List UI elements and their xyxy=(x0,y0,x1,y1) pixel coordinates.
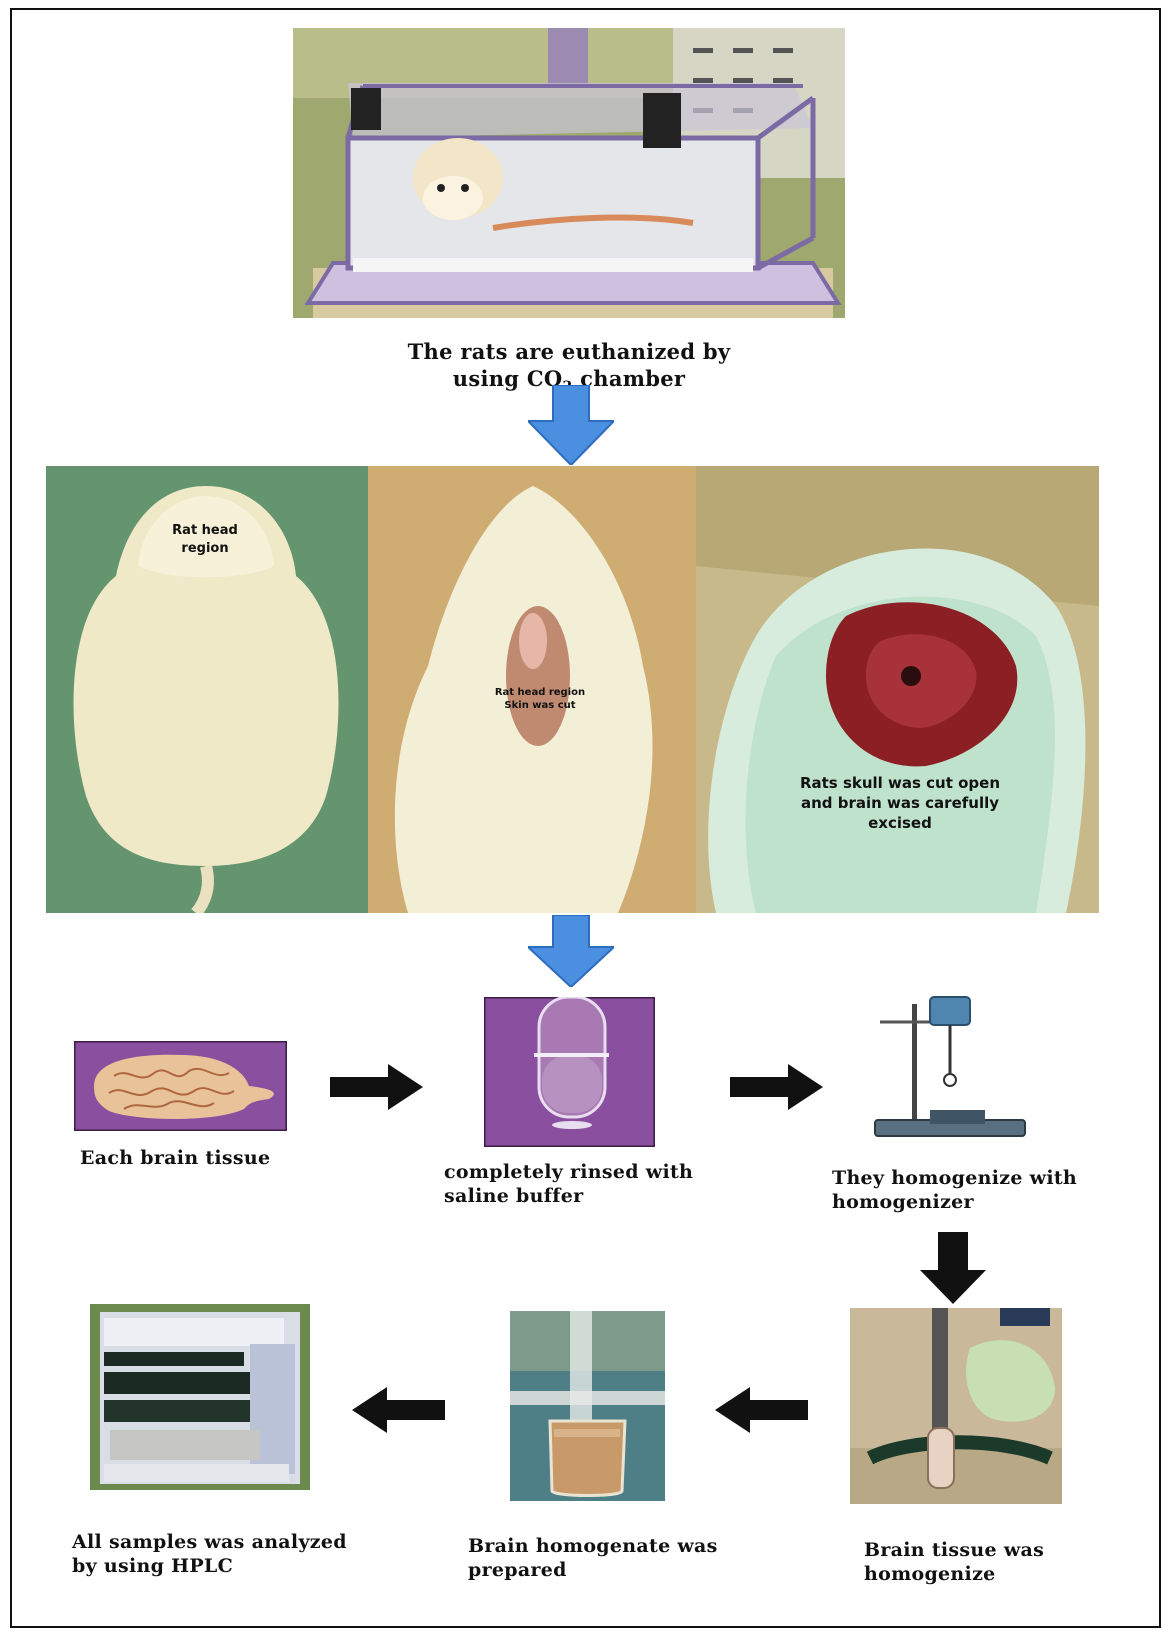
step-arrow-left-2 xyxy=(715,1387,808,1433)
homogenize-caption-line1: They homogenize with xyxy=(832,1166,1152,1190)
panel3-label: Rats skull was cut open and brain was ca… xyxy=(770,773,1030,833)
panel1-label: Rat head region xyxy=(150,522,260,558)
euthanasia-caption-line1: The rats are euthanized by xyxy=(293,338,845,365)
step-arrow-left-1 xyxy=(352,1387,445,1433)
saline-tube-image xyxy=(484,997,655,1147)
hplc-instrument-image xyxy=(90,1304,310,1490)
tissue-homogenized-caption-line1: Brain tissue was xyxy=(864,1538,1144,1562)
saline-rinse-caption-line1: completely rinsed with xyxy=(444,1160,744,1184)
co2-chamber-photo xyxy=(293,28,845,318)
tissue-homogenizing-image xyxy=(850,1308,1062,1504)
dissection-panel-3 xyxy=(696,466,1099,913)
homogenizer-image xyxy=(870,992,1030,1142)
panel2-label-line2: Skin was cut xyxy=(470,699,610,712)
panel3-label-line3: excised xyxy=(770,813,1030,833)
panel2-label-line1: Rat head region xyxy=(470,686,610,699)
homogenize-caption-line2: homogenizer xyxy=(832,1190,1152,1214)
hplc-caption-line2: by using HPLC xyxy=(72,1554,402,1578)
saline-rinse-caption: completely rinsed with saline buffer xyxy=(444,1160,744,1208)
hplc-caption: All samples was analyzed by using HPLC xyxy=(72,1530,402,1578)
tissue-homogenized-caption: Brain tissue was homogenize xyxy=(864,1538,1144,1586)
step-arrow-right-1 xyxy=(330,1064,423,1110)
step-arrow-right-2 xyxy=(730,1064,823,1110)
hplc-caption-line1: All samples was analyzed xyxy=(72,1530,402,1554)
flow-arrow-down-2 xyxy=(528,915,614,987)
homogenize-caption: They homogenize with homogenizer xyxy=(832,1166,1152,1214)
panel2-label: Rat head region Skin was cut xyxy=(470,686,610,712)
panel3-label-line1: Rats skull was cut open xyxy=(770,773,1030,793)
brain-tissue-caption: Each brain tissue xyxy=(80,1146,340,1170)
homogenate-caption-line1: Brain homogenate was xyxy=(468,1534,768,1558)
flow-arrow-down-1 xyxy=(528,385,614,465)
tissue-homogenized-caption-line2: homogenize xyxy=(864,1562,1144,1586)
panel1-label-line2: region xyxy=(150,540,260,558)
saline-rinse-caption-line2: saline buffer xyxy=(444,1184,744,1208)
step-arrow-down xyxy=(920,1232,986,1304)
homogenate-beaker-image xyxy=(510,1311,665,1501)
brain-tissue-image xyxy=(74,1041,287,1131)
panel1-label-line1: Rat head xyxy=(150,522,260,540)
homogenate-caption-line2: prepared xyxy=(468,1558,768,1582)
panel3-label-line2: and brain was carefully xyxy=(770,793,1030,813)
homogenate-caption: Brain homogenate was prepared xyxy=(468,1534,768,1582)
